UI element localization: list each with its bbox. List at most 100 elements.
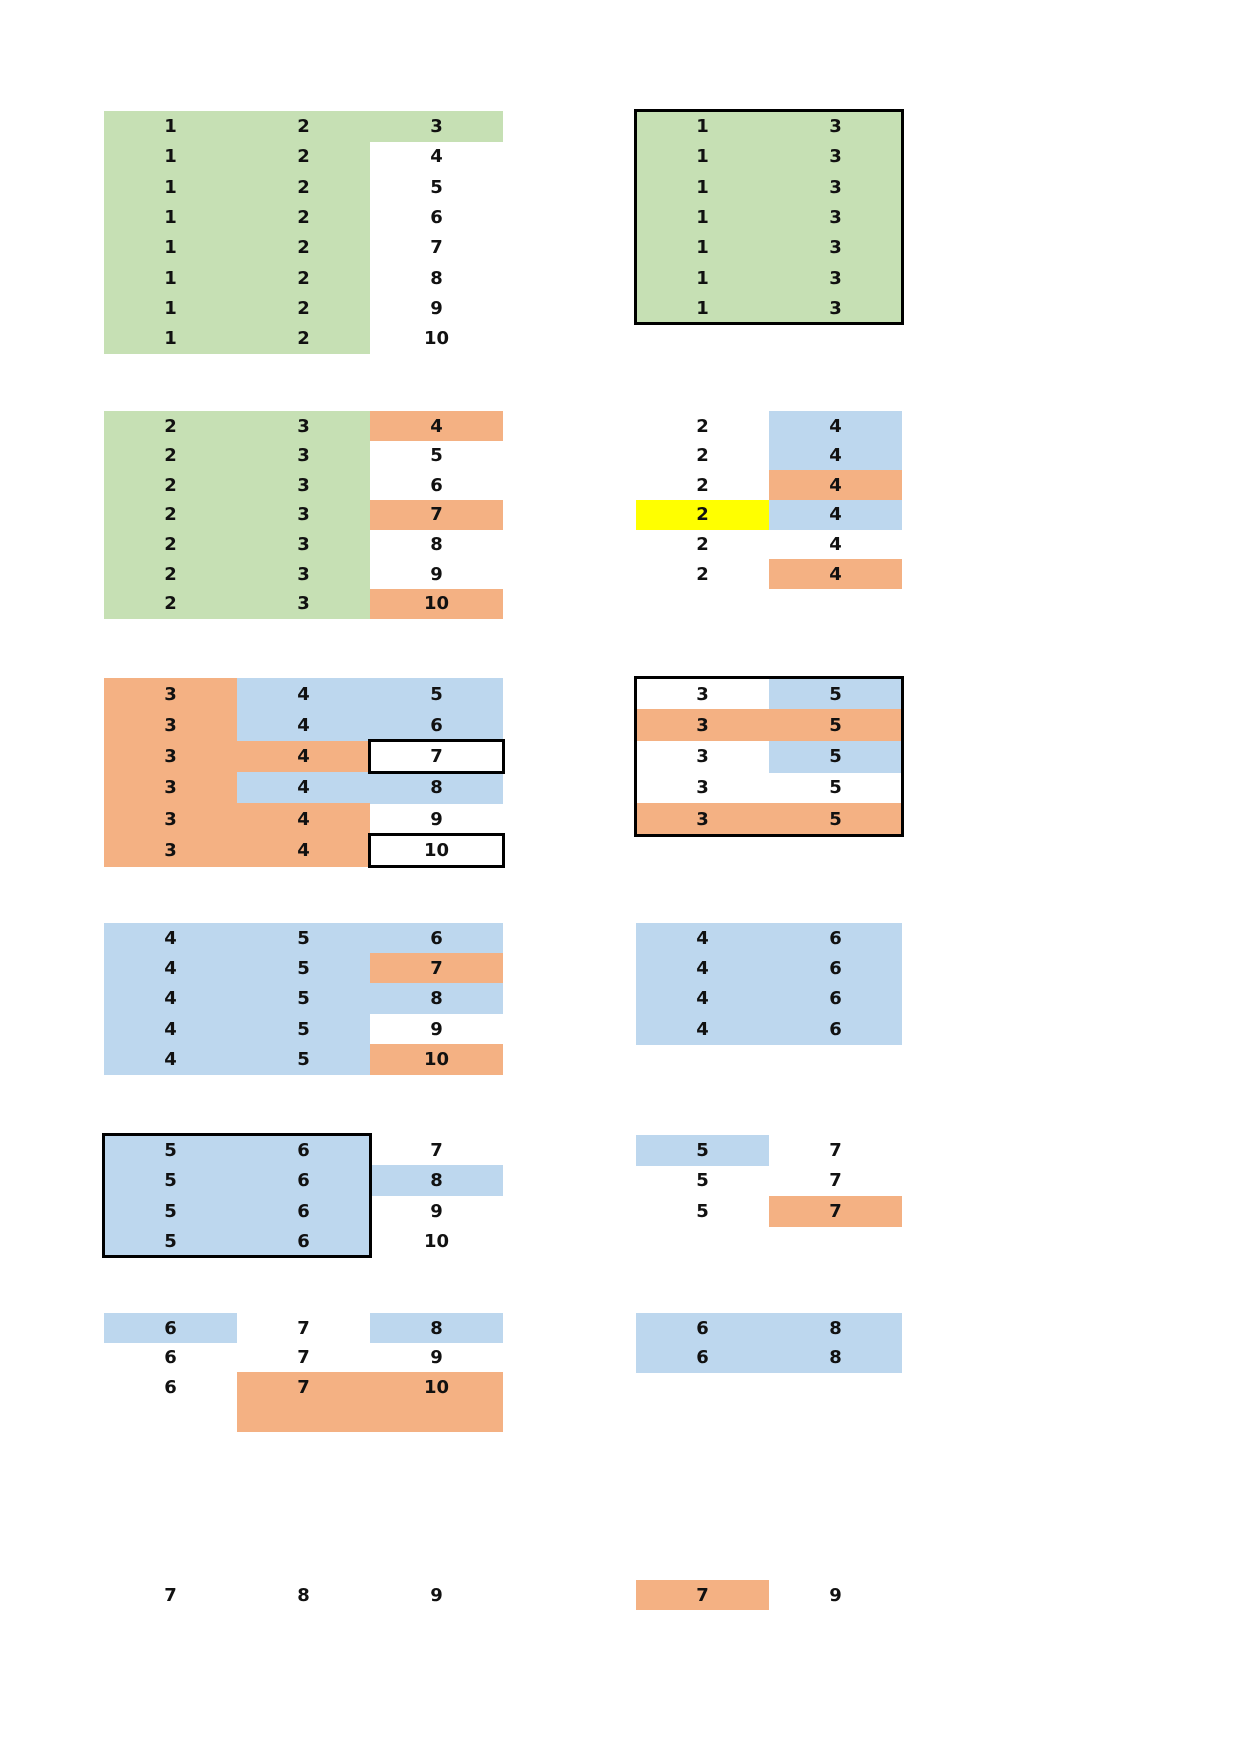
table-cell: 5	[237, 983, 370, 1015]
table-cell: 4	[104, 1013, 237, 1045]
table-cell: 3	[769, 141, 902, 173]
table-cell: 7	[297, 1317, 310, 1339]
table-cell: 9	[829, 1584, 842, 1606]
table-cell: 7	[370, 953, 503, 985]
table-cell: 3	[696, 746, 709, 768]
table-cell: 1	[636, 111, 769, 142]
table-cell: 4	[636, 983, 769, 1015]
table-cell: 3	[237, 559, 370, 589]
table-cell: 2	[237, 292, 370, 324]
table-cell: 8	[370, 771, 503, 804]
table-cell: 4	[237, 834, 370, 867]
table-cell: 3	[769, 201, 902, 233]
table-cell: 8	[370, 1165, 503, 1197]
table-cell: 4	[430, 146, 443, 168]
table-cell: 1	[104, 201, 237, 233]
table-cell: 2	[237, 201, 370, 233]
table-cell: 5	[636, 1135, 769, 1166]
table-cell: 6	[370, 709, 503, 742]
table-cell: 9	[430, 1018, 443, 1040]
table-cell: 1	[636, 141, 769, 173]
table-cell: 7	[430, 1140, 443, 1161]
table-cell: 1	[636, 292, 769, 324]
cell-fill	[237, 1401, 370, 1432]
table-cell: 7	[297, 1347, 310, 1369]
table-cell: 10	[423, 328, 450, 350]
table-cell: 2	[237, 262, 370, 294]
table-cell: 6	[237, 1225, 370, 1257]
table-cell: 5	[829, 777, 842, 799]
table-cell: 7	[829, 1170, 842, 1192]
table-cell: 1	[104, 141, 237, 173]
table-cell: 8	[769, 1342, 902, 1373]
table-cell: 1	[104, 232, 237, 264]
table-cell: 7	[370, 499, 503, 530]
table-cell: 4	[370, 411, 503, 441]
table-cell: 3	[636, 803, 769, 836]
table-cell: 5	[769, 709, 902, 742]
table-cell: 2	[104, 411, 237, 441]
table-cell: 2	[696, 563, 709, 585]
table-cell: 3	[104, 709, 237, 742]
table-cell: 5	[696, 1170, 709, 1192]
table-cell: 10	[370, 588, 503, 619]
table-cell: 10	[370, 1372, 503, 1403]
table-cell: 3	[696, 777, 709, 799]
table-cell: 1	[636, 232, 769, 264]
table-cell: 2	[104, 499, 237, 530]
table-cell: 3	[104, 678, 237, 710]
table-cell: 5	[237, 923, 370, 954]
table-cell: 6	[636, 1313, 769, 1343]
table-cell: 1	[104, 323, 237, 355]
table-cell: 6	[769, 923, 902, 954]
table-cell: 8	[370, 983, 503, 1015]
table-cell: 2	[104, 529, 237, 560]
table-cell: 5	[104, 1225, 237, 1257]
table-cell: 3	[769, 232, 902, 264]
table-cell: 2	[237, 111, 370, 142]
table-cell: 6	[164, 1347, 177, 1369]
table-cell: 7	[164, 1584, 177, 1606]
table-cell: 6	[769, 1013, 902, 1045]
table-cell: 1	[104, 171, 237, 203]
table-cell: 2	[104, 559, 237, 589]
cell-fill	[370, 1401, 503, 1432]
table-cell: 3	[237, 588, 370, 619]
table-cell: 3	[237, 440, 370, 471]
table-cell: 4	[636, 953, 769, 985]
table-cell: 2	[237, 171, 370, 203]
table-cell: 4	[237, 740, 370, 773]
table-cell: 2	[104, 440, 237, 471]
table-cell: 3	[104, 771, 237, 804]
table-cell: 1	[104, 262, 237, 294]
table-cell: 6	[237, 1165, 370, 1197]
table-cell: 5	[104, 1165, 237, 1197]
table-cell: 10	[370, 1043, 503, 1075]
table-cell: 6	[769, 983, 902, 1015]
table-cell: 1	[636, 262, 769, 294]
table-cell: 5	[769, 803, 902, 836]
table-cell: 3	[237, 411, 370, 441]
table-cell: 3	[370, 111, 503, 142]
table-cell: 3	[636, 709, 769, 742]
table-cell: 5	[430, 176, 443, 198]
table-cell: 9	[430, 808, 443, 830]
table-cell: 3	[237, 529, 370, 560]
table-cell: 2	[237, 323, 370, 355]
table-cell: 8	[370, 1313, 503, 1343]
table-cell: 6	[237, 1135, 370, 1166]
table-cell: 7	[829, 1140, 842, 1161]
table-cell: 8	[430, 267, 443, 289]
table-cell: 9	[430, 1200, 443, 1222]
table-cell: 5	[430, 445, 443, 467]
table-cell: 3	[237, 499, 370, 530]
table-cell: 9	[430, 1347, 443, 1369]
table-cell: 2	[696, 445, 709, 467]
table-cell: 4	[237, 709, 370, 742]
table-cell: 7	[237, 1372, 370, 1403]
table-cell: 9	[430, 563, 443, 585]
table-cell: 2	[237, 141, 370, 173]
table-cell: 9	[430, 297, 443, 319]
table-cell: 4	[829, 533, 842, 555]
